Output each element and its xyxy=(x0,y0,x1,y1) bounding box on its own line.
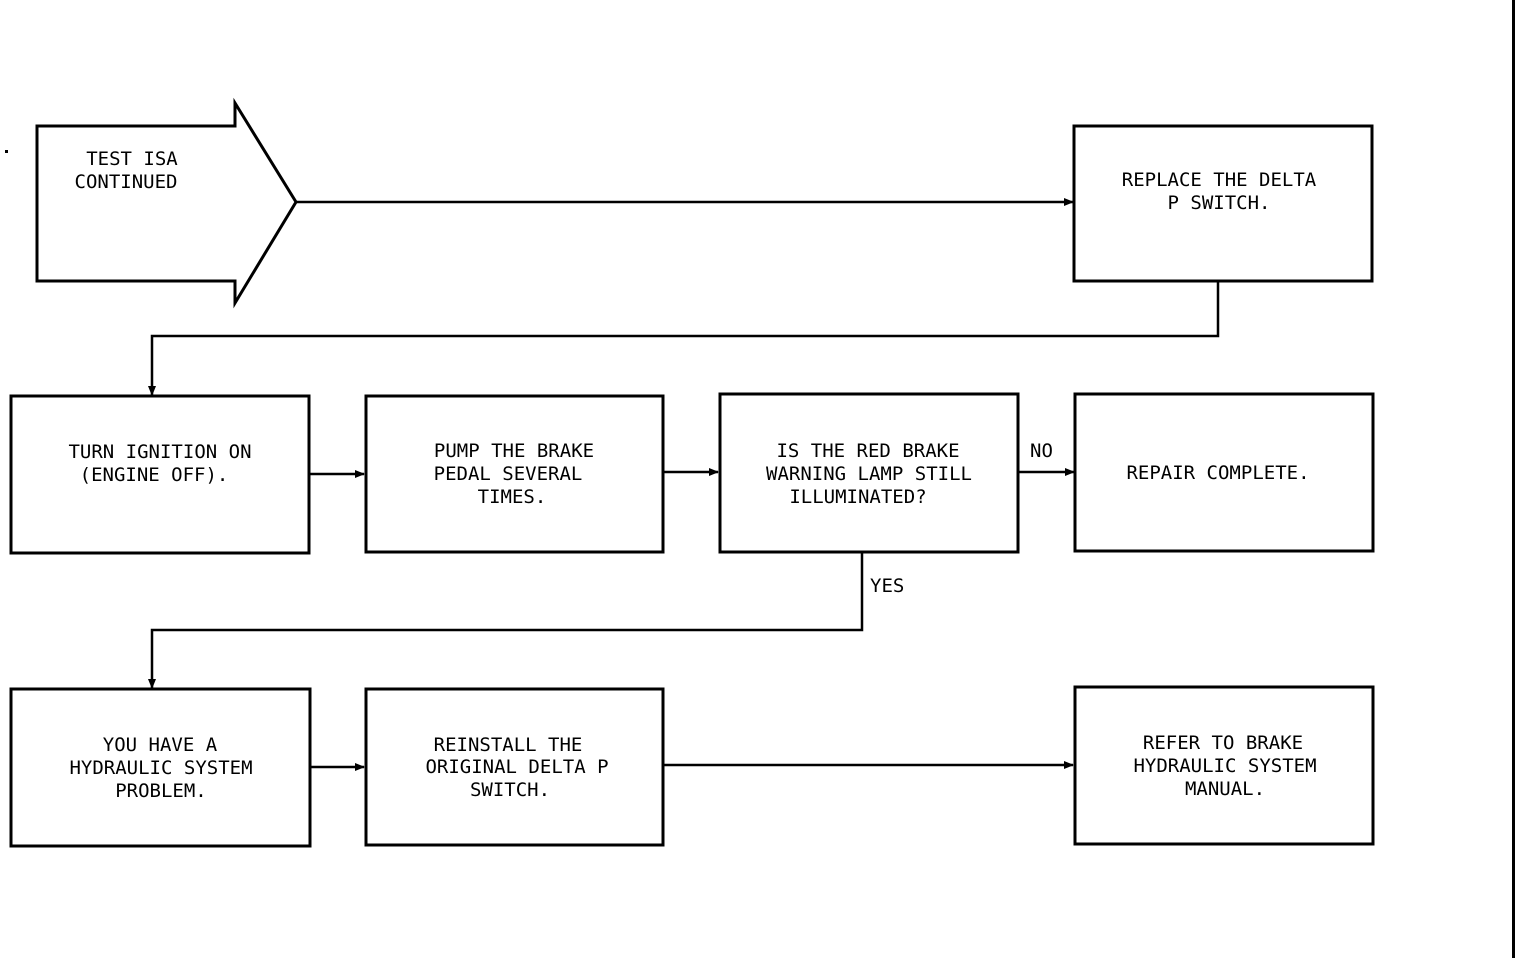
node-lamp-question: IS THE RED BRAKE WARNING LAMP STILL ILLU… xyxy=(718,392,1020,554)
replace-switch-box xyxy=(1072,124,1374,283)
hydraulic-problem-box xyxy=(9,687,312,848)
node-start: TEST ISA CONTINUED xyxy=(35,97,298,309)
connectors xyxy=(148,198,1220,771)
node-refer-manual: REFER TO BRAKE HYDRAULIC SYSTEM MANUAL. xyxy=(1073,685,1375,846)
node-repair-complete: REPAIR COMPLETE. xyxy=(1073,392,1375,553)
edge-label-no: NO xyxy=(1030,440,1053,462)
repair-complete-box xyxy=(1073,392,1375,553)
reinstall-switch-line-2: ORIGINAL DELTA P xyxy=(425,756,608,778)
start-label-line-1: TEST ISA xyxy=(86,148,178,170)
replace-switch-line-2: P SWITCH. xyxy=(1168,192,1271,214)
start-arrow-shape xyxy=(35,97,298,309)
refer-manual-line-1: REFER TO BRAKE xyxy=(1143,732,1303,754)
refer-manual-box xyxy=(1073,685,1375,846)
reinstall-switch-box xyxy=(364,687,665,847)
ignition-line-2: (ENGINE OFF). xyxy=(80,464,229,486)
reinstall-switch-line-3: SWITCH. xyxy=(470,779,550,801)
lamp-question-line-3: ILLUMINATED? xyxy=(789,486,926,508)
refer-manual-line-3: MANUAL. xyxy=(1185,778,1265,800)
edge-label-yes: YES xyxy=(870,575,904,597)
hydraulic-problem-line-1: YOU HAVE A xyxy=(103,734,218,756)
node-hydraulic-problem: YOU HAVE A HYDRAULIC SYSTEM PROBLEM. xyxy=(9,687,312,848)
hydraulic-problem-line-3: PROBLEM. xyxy=(115,780,207,802)
ignition-box xyxy=(9,394,311,555)
pump-pedal-line-1: PUMP THE BRAKE xyxy=(434,440,594,462)
replace-switch-line-1: REPLACE THE DELTA xyxy=(1122,169,1317,191)
start-label-line-2: CONTINUED xyxy=(75,171,178,193)
node-ignition: TURN IGNITION ON (ENGINE OFF). xyxy=(9,394,311,555)
ignition-line-1: TURN IGNITION ON xyxy=(68,441,251,463)
node-reinstall-switch: REINSTALL THE ORIGINAL DELTA P SWITCH. xyxy=(364,687,665,847)
pump-pedal-line-3: TIMES. xyxy=(478,486,547,508)
node-replace-switch: REPLACE THE DELTA P SWITCH. xyxy=(1072,124,1374,283)
reinstall-switch-line-1: REINSTALL THE xyxy=(434,734,583,756)
lamp-question-line-2: WARNING LAMP STILL xyxy=(766,463,972,485)
edge-question-yes xyxy=(148,552,864,689)
hydraulic-problem-line-2: HYDRAULIC SYSTEM xyxy=(69,757,252,779)
scan-speck xyxy=(5,150,8,153)
node-pump-pedal: PUMP THE BRAKE PEDAL SEVERAL TIMES. xyxy=(364,394,665,554)
edge-replace-to-ignition xyxy=(148,281,1220,396)
pump-pedal-line-2: PEDAL SEVERAL xyxy=(434,463,583,485)
page-border-right xyxy=(1512,0,1515,958)
repair-complete-line-1: REPAIR COMPLETE. xyxy=(1126,462,1309,484)
pump-pedal-box xyxy=(364,394,665,554)
refer-manual-line-2: HYDRAULIC SYSTEM xyxy=(1133,755,1316,777)
lamp-question-line-1: IS THE RED BRAKE xyxy=(776,440,959,462)
lamp-question-box xyxy=(718,392,1020,554)
